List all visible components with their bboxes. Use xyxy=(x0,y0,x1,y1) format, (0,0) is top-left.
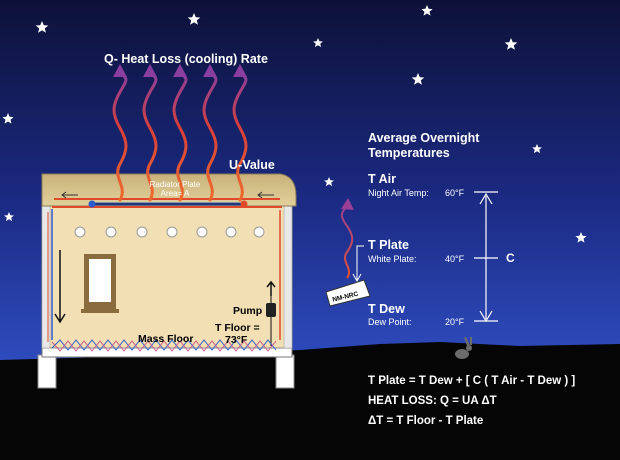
up-arrow-icon xyxy=(266,280,276,296)
radiator-area-label: Area= A xyxy=(161,189,190,198)
arrow-head-icon xyxy=(113,64,127,77)
wall-insulation-right xyxy=(283,203,293,349)
star-icon xyxy=(504,38,518,50)
night-air-label: Night Air Temp: xyxy=(368,188,429,198)
wall-insulation-left xyxy=(41,203,51,349)
t-floor-label: T Floor = xyxy=(215,322,260,334)
radiator-plate-label: Radiator Plate xyxy=(150,180,201,189)
t-air-label: T Air xyxy=(368,172,396,186)
arrow-head-icon xyxy=(233,64,247,77)
t-plate-bracket xyxy=(352,245,364,283)
heat-wave-arrow xyxy=(172,70,188,202)
star-icon xyxy=(35,21,49,33)
stars xyxy=(2,5,587,243)
equation-t-plate: T Plate = T Dew + [ C ( T Air - T Dew ) … xyxy=(368,375,575,387)
t-dew-label: T Dew xyxy=(368,302,405,316)
heat-wave-arrow xyxy=(202,70,218,202)
pump-label: Pump xyxy=(233,305,262,317)
house xyxy=(37,173,297,389)
temperature-scale xyxy=(474,191,498,323)
temperatures-title: Temperatures xyxy=(368,146,450,160)
heat-wave-arrow xyxy=(232,70,248,202)
arrow-head-icon xyxy=(203,64,217,77)
foundation-post-left xyxy=(37,354,57,389)
nm-nrc-sign: NM-NRC xyxy=(325,279,371,307)
star-icon xyxy=(532,144,542,154)
star-icon xyxy=(2,113,14,124)
white-plate-label: White Plate: xyxy=(368,254,417,264)
ceiling-lights xyxy=(74,226,265,238)
equation-delta-t: ΔT = T Floor - T Plate xyxy=(368,415,483,427)
sign-board xyxy=(325,279,371,307)
white-plate-value: 40°F xyxy=(445,254,465,264)
t-plate-label: T Plate xyxy=(368,238,409,252)
heat-wave-arrow xyxy=(112,70,128,202)
night-air-value: 60°F xyxy=(445,188,465,198)
u-value-label: U-Value xyxy=(229,158,275,172)
average-overnight-title: Average Overnight xyxy=(368,131,480,145)
arrow-head-icon xyxy=(173,64,187,77)
small-arrow-head-icon xyxy=(341,198,354,210)
star-icon xyxy=(421,5,433,16)
heat-loss-arrows xyxy=(112,70,248,202)
star-icon xyxy=(324,177,334,187)
heat-wave-arrow xyxy=(142,70,158,202)
t-floor-value: 73°F xyxy=(225,334,248,346)
ground xyxy=(0,342,620,460)
pipe-junction-cold xyxy=(88,200,96,208)
flow-arrow-left-icon xyxy=(257,191,274,199)
window-glass xyxy=(89,259,111,302)
down-arrow-icon xyxy=(54,250,66,324)
star-icon xyxy=(4,212,14,222)
heat-arrow-heads xyxy=(113,64,247,77)
c-label: C xyxy=(506,251,515,265)
pipe-junction-hot xyxy=(240,200,248,208)
flow-arrow-left-icon xyxy=(61,191,78,199)
pump-icon xyxy=(266,303,276,317)
small-heat-wave xyxy=(340,205,354,279)
equation-heat-loss: HEAT LOSS: Q = UA ΔT xyxy=(368,395,497,407)
star-icon xyxy=(187,13,201,25)
heat-loss-title: Q- Heat Loss (cooling) Rate xyxy=(104,52,268,66)
mass-floor-label: Mass Floor xyxy=(138,333,193,345)
star-icon xyxy=(575,232,587,243)
dew-point-label: Dew Point: xyxy=(368,317,412,327)
arrow-head-icon xyxy=(143,64,157,77)
floor-heating-loop-cold xyxy=(51,339,277,351)
foundation-post-right xyxy=(275,354,295,389)
floor-heating-loop-hot xyxy=(51,340,277,352)
star-icon xyxy=(313,38,323,48)
rabbit-icon xyxy=(455,337,472,359)
star-icon xyxy=(411,73,425,85)
window-sill xyxy=(81,309,119,313)
dew-point-value: 20°F xyxy=(445,317,465,327)
